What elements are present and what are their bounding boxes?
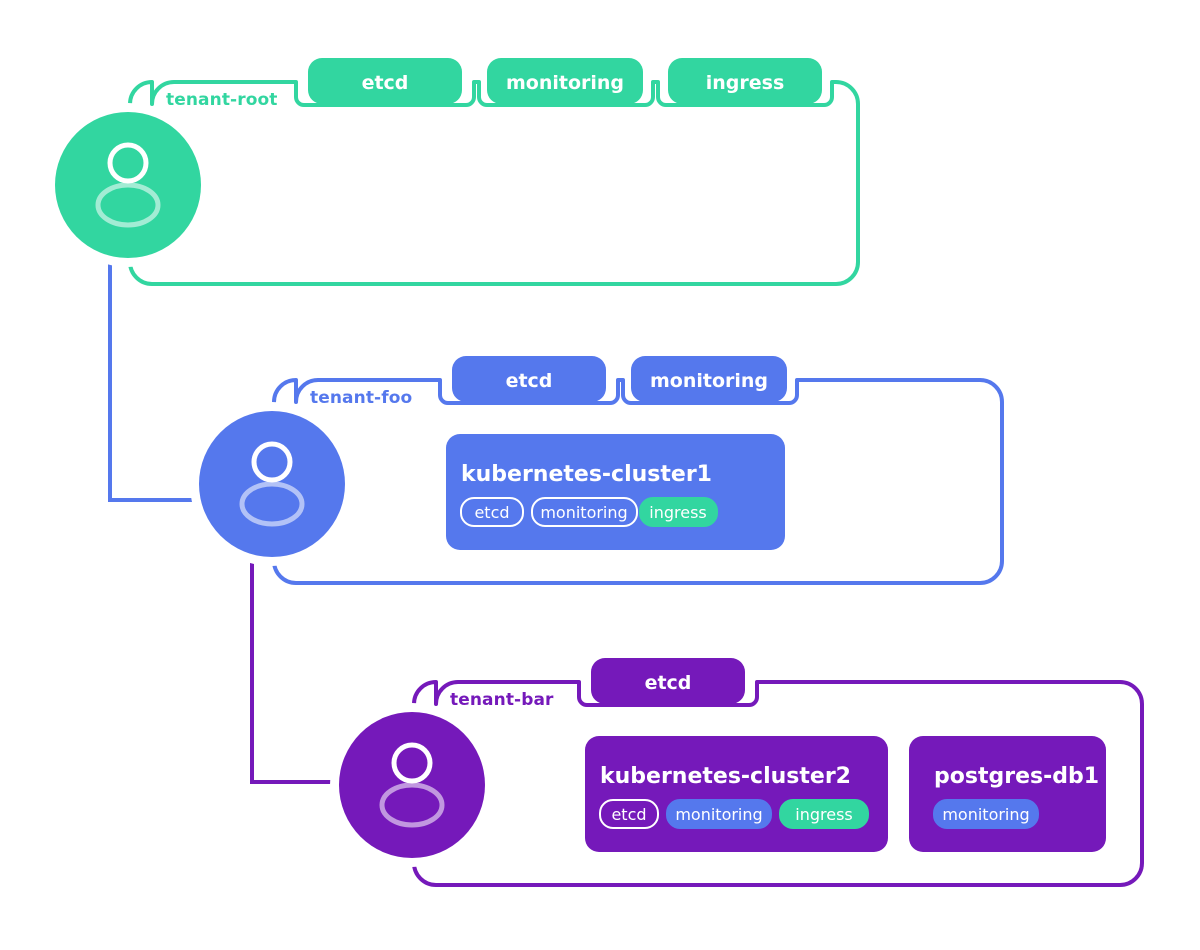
boundary-pill[interactable] (452, 356, 606, 402)
resource-badge[interactable] (666, 799, 772, 829)
user-avatar-body-icon (379, 782, 445, 828)
boundary-pill[interactable] (308, 58, 462, 104)
tenant-label: tenant-root (166, 90, 277, 110)
boundary-pill[interactable] (487, 58, 643, 104)
resource-badge-label: ingress (649, 503, 706, 522)
tenant-label: tenant-bar (450, 690, 554, 710)
user-avatar-head-icon (107, 142, 149, 184)
boundary-pill[interactable] (591, 658, 745, 704)
user-avatar-body-icon (239, 481, 305, 527)
boundary-pill[interactable] (668, 58, 822, 104)
resource-badge-label: monitoring (675, 805, 762, 824)
resource-badge-label: monitoring (540, 503, 627, 522)
resource-badge-label: etcd (474, 503, 509, 522)
resource-badge[interactable] (639, 497, 718, 527)
resource-badge[interactable] (599, 799, 659, 829)
user-avatar-head-icon (391, 742, 433, 784)
resource-badge-label: ingress (795, 805, 852, 824)
boundary-pill-label: monitoring (650, 370, 768, 392)
resource-card[interactable] (585, 736, 888, 852)
resource-badge[interactable] (933, 799, 1039, 829)
resource-badge[interactable] (779, 799, 869, 829)
resource-card[interactable] (909, 736, 1106, 852)
resource-title: kubernetes-cluster2 (600, 764, 851, 789)
boundary-pill-label: etcd (506, 370, 553, 392)
user-avatar-body-icon (95, 182, 161, 228)
boundary-pill-label: ingress (706, 72, 785, 94)
resource-badge-label: etcd (611, 805, 646, 824)
resource-badge[interactable] (460, 497, 524, 527)
tenant-label: tenant-foo (310, 388, 412, 408)
resource-title: postgres-db1 (934, 764, 1099, 789)
resource-title: kubernetes-cluster1 (461, 462, 712, 487)
boundary-pill[interactable] (631, 356, 787, 402)
resource-badge-label: monitoring (942, 805, 1029, 824)
boundary-pill-label: etcd (645, 672, 692, 694)
boundary-pill-label: monitoring (506, 72, 624, 94)
boundary-pill-label: etcd (362, 72, 409, 94)
user-avatar-head-icon (251, 441, 293, 483)
resource-badge[interactable] (531, 497, 638, 527)
